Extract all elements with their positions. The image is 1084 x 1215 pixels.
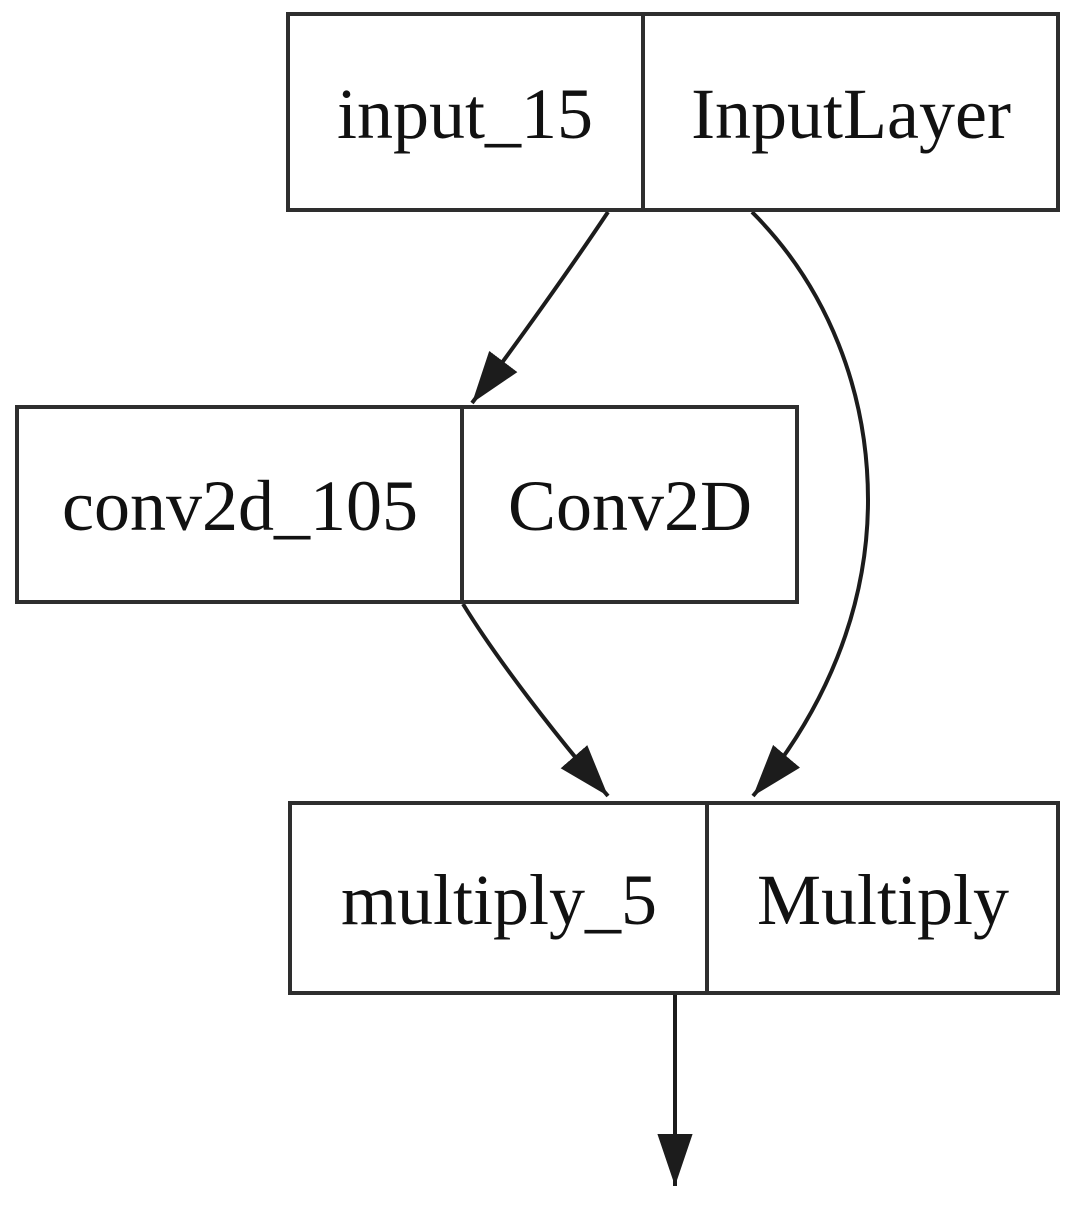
node-input-box (286, 12, 1060, 212)
edge-conv2d-to-multiply (461, 602, 610, 798)
node-multiply-type-label: Multiply (757, 860, 1009, 940)
node-input-type-label: InputLayer (691, 74, 1011, 154)
node-input-layer: input_15 InputLayer (286, 12, 1060, 212)
node-input-name-label: input_15 (337, 74, 593, 154)
edge-group (461, 210, 871, 1186)
node-multiply-name-label: multiply_5 (341, 860, 657, 940)
node-multiply-box (288, 801, 1060, 995)
node-conv2d-name-label: conv2d_105 (62, 466, 418, 546)
node-conv2d-type-label: Conv2D (508, 466, 752, 546)
edge-input-to-multiply (750, 210, 871, 798)
edge-input-to-conv2d (470, 210, 610, 405)
node-conv2d-layer: conv2d_105 Conv2D (15, 405, 799, 604)
node-multiply-layer: multiply_5 Multiply (288, 801, 1060, 995)
node-conv2d-box (15, 405, 799, 604)
